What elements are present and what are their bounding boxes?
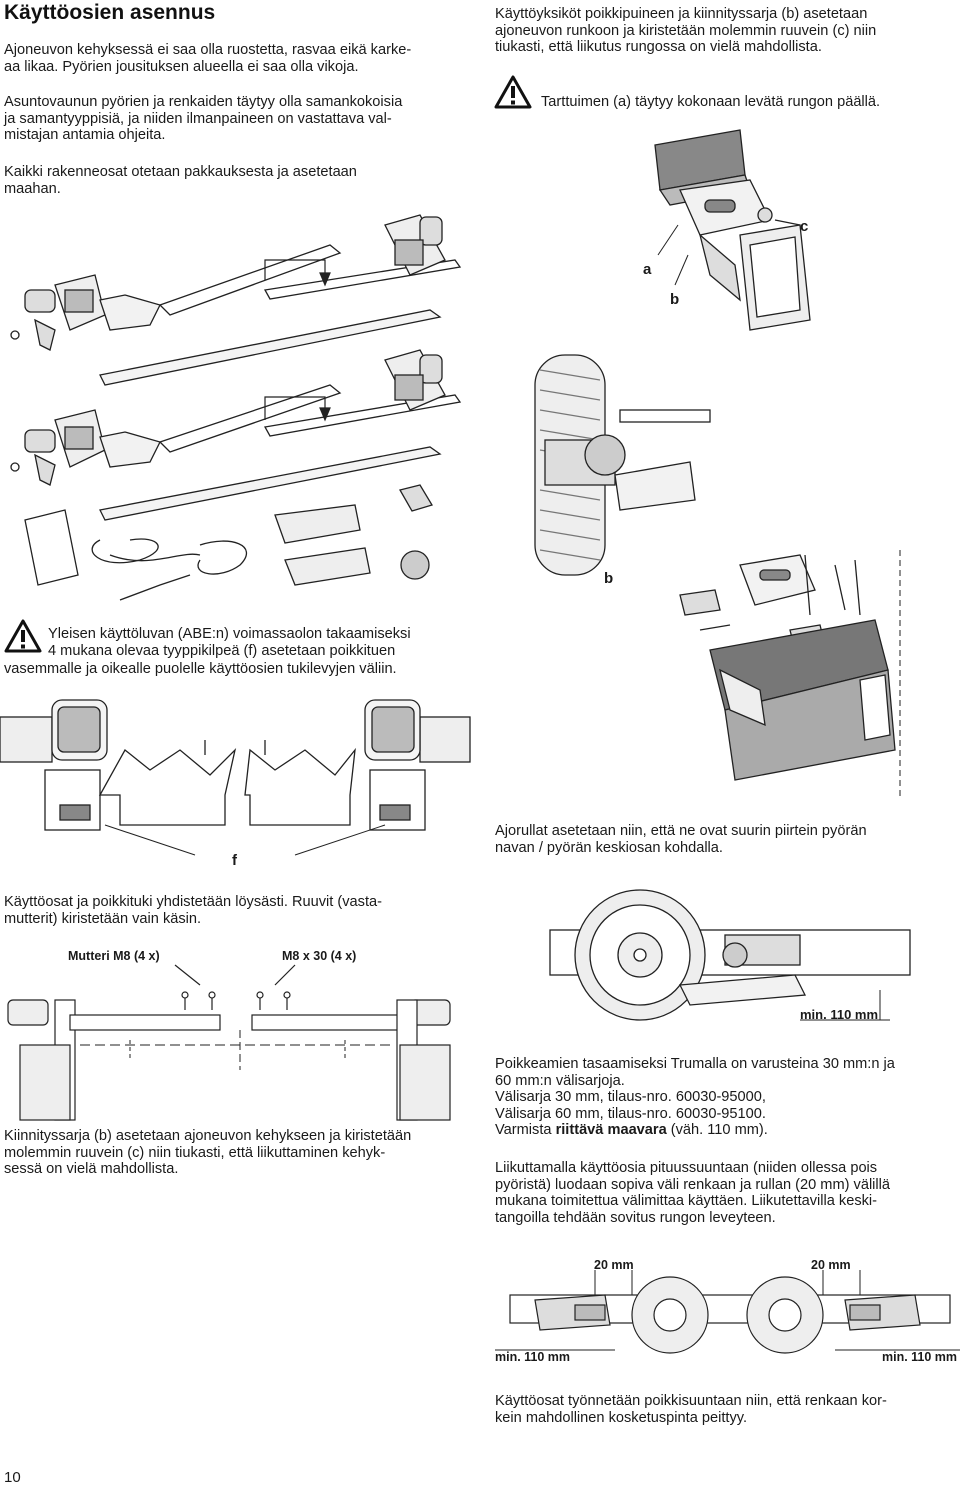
- label-min-clearance: min. 110 mm: [800, 1007, 879, 1022]
- text-line: Käyttöosat ja poikkituki yhdistetään löy…: [4, 894, 382, 910]
- text-line: Poikkeamien tasaamiseksi Trumalla on var…: [495, 1056, 895, 1072]
- text-line: mistajan antamia ohjeita.: [4, 127, 166, 144]
- text-line: molemmin ruuvein (c) niin tiukasti, että…: [4, 1144, 386, 1161]
- warning-icon: [494, 75, 532, 109]
- text-line: Välisarja 30 mm, tilaus-nro. 60030-95000…: [495, 1089, 766, 1106]
- type-plate-illustration: [0, 699, 471, 856]
- label-nut: Mutteri M8 (4 x): [68, 949, 160, 963]
- emphasis-text: riittävä maavara: [555, 1122, 667, 1139]
- label-min-clearance-right: min. 110 mm: [882, 1350, 958, 1364]
- page-number: 10: [4, 1469, 21, 1486]
- text-line: 60 mm:n välisarjoja.: [495, 1072, 625, 1089]
- frame-clamp-illustration: [654, 129, 811, 331]
- text-line: 4 mukana olevaa tyyppikilpeä (f) aseteta…: [48, 642, 396, 659]
- text-line: mukana toimitettua välimittaa käyttäen. …: [495, 1193, 878, 1210]
- text-line: Asuntovaunun pyörien ja renkaiden täytyy…: [4, 94, 403, 110]
- text-line: maahan.: [4, 180, 61, 197]
- text-span: (väh. 110 mm).: [666, 1122, 768, 1139]
- text-line: Varmista riittävä maavara (väh. 110 mm).: [495, 1122, 960, 1139]
- paragraph-units-frame: Käyttöyksiköt poikkipuineen ja kiinnitys…: [495, 6, 960, 56]
- paragraph-lateral: Käyttöosat työnnetään poikkisuuntaan nii…: [495, 1393, 960, 1426]
- label-c: c: [800, 218, 809, 235]
- text-line: mutterit) kiristetään vain käsin.: [4, 910, 202, 927]
- text-line: Käyttöyksiköt poikkipuineen ja kiinnitys…: [495, 6, 868, 22]
- parts-illustration: [10, 214, 462, 601]
- label-screw: M8 x 30 (4 x): [282, 949, 357, 963]
- warning-text-abe-cont: vasemmalle ja oikealle puolelle käyttöos…: [4, 661, 397, 677]
- text-line: Liikuttamalla käyttöosia pituussuuntaan …: [495, 1160, 878, 1176]
- paragraph-spacing: Liikuttamalla käyttöosia pituussuuntaan …: [495, 1160, 960, 1226]
- text-line: Ajoneuvon kehyksessä ei saa olla ruostet…: [4, 42, 412, 58]
- label-min-clearance-left: min. 110 mm: [495, 1350, 571, 1364]
- paragraph-frame-condition: Ajoneuvon kehyksessä ei saa olla ruostet…: [4, 42, 464, 75]
- label-b: b: [604, 570, 614, 587]
- text-line: tiukasti, että liikutus rungossa on viel…: [495, 39, 822, 56]
- label-b: b: [670, 291, 680, 308]
- paragraph-spacer-kits: Poikkeamien tasaamiseksi Trumalla on var…: [495, 1056, 960, 1139]
- text-line: ja samantyyppisiä, ja niiden ilmanpainee…: [4, 110, 392, 127]
- warning-text-gripper: Tarttuimen (a) täytyy kokonaan levätä ru…: [541, 94, 881, 110]
- label-f: f: [232, 852, 237, 869]
- label-gap-right: 20 mm: [811, 1258, 851, 1272]
- text-line: Ajorullat asetetaan niin, että ne ovat s…: [495, 823, 867, 839]
- paragraph-unpack: Kaikki rakenneosat otetaan pakkauksesta …: [4, 164, 464, 197]
- warning-text-abe: Yleisen käyttöluvan (ABE:n) voimassaolon…: [48, 626, 468, 659]
- warning-icon: [4, 619, 42, 653]
- text-span: Varmista: [495, 1122, 556, 1139]
- wheel-roller-illustration: [534, 354, 711, 576]
- text-line: Välisarja 60 mm, tilaus-nro. 60030-95100…: [495, 1105, 766, 1122]
- text-line: kein mahdollinen kosketuspinta peittyy.: [495, 1409, 748, 1426]
- page-title: Käyttöosien asennus: [4, 1, 216, 24]
- text-line: Käyttöosat työnnetään poikkisuuntaan nii…: [495, 1393, 887, 1409]
- label-a: a: [643, 261, 652, 278]
- paragraph-mounting-kit: Kiinnityssarja (b) asetetaan ajoneuvon k…: [4, 1128, 474, 1178]
- text-line: ajoneuvon runkoon ja kiristetään molemmi…: [495, 22, 877, 39]
- text-line: Kaikki rakenneosat otetaan pakkauksesta …: [4, 164, 357, 180]
- text-line: pyöristä) luodaan sopiva väli renkaan ja…: [495, 1176, 891, 1193]
- paragraph-connect-loosely: Käyttöosat ja poikkituki yhdistetään löy…: [4, 894, 474, 927]
- paragraph-rollers: Ajorullat asetetaan niin, että ne ovat s…: [495, 823, 960, 856]
- twin-wheel-illustration: [495, 1270, 960, 1354]
- wheel-hub-illustration: [549, 889, 911, 1021]
- assembly-illustration: [7, 964, 451, 1121]
- text-line: Kiinnityssarja (b) asetetaan ajoneuvon k…: [4, 1128, 412, 1144]
- text-line: tangoilla tehdään sovitus rungon leveyte…: [495, 1209, 776, 1226]
- text-line: Yleisen käyttöluvan (ABE:n) voimassaolon…: [48, 626, 411, 642]
- text-line: navan / pyörän keskiosan kohdalla.: [495, 839, 723, 856]
- paragraph-wheels: Asuntovaunun pyörien ja renkaiden täytyy…: [4, 94, 464, 144]
- label-gap-left: 20 mm: [594, 1258, 634, 1272]
- mounting-kit-exploded-illustration: [679, 550, 901, 800]
- text-line: aa likaa. Pyörien jousituksen alueella e…: [4, 58, 359, 75]
- text-line: sessä on vielä mahdollista.: [4, 1161, 179, 1178]
